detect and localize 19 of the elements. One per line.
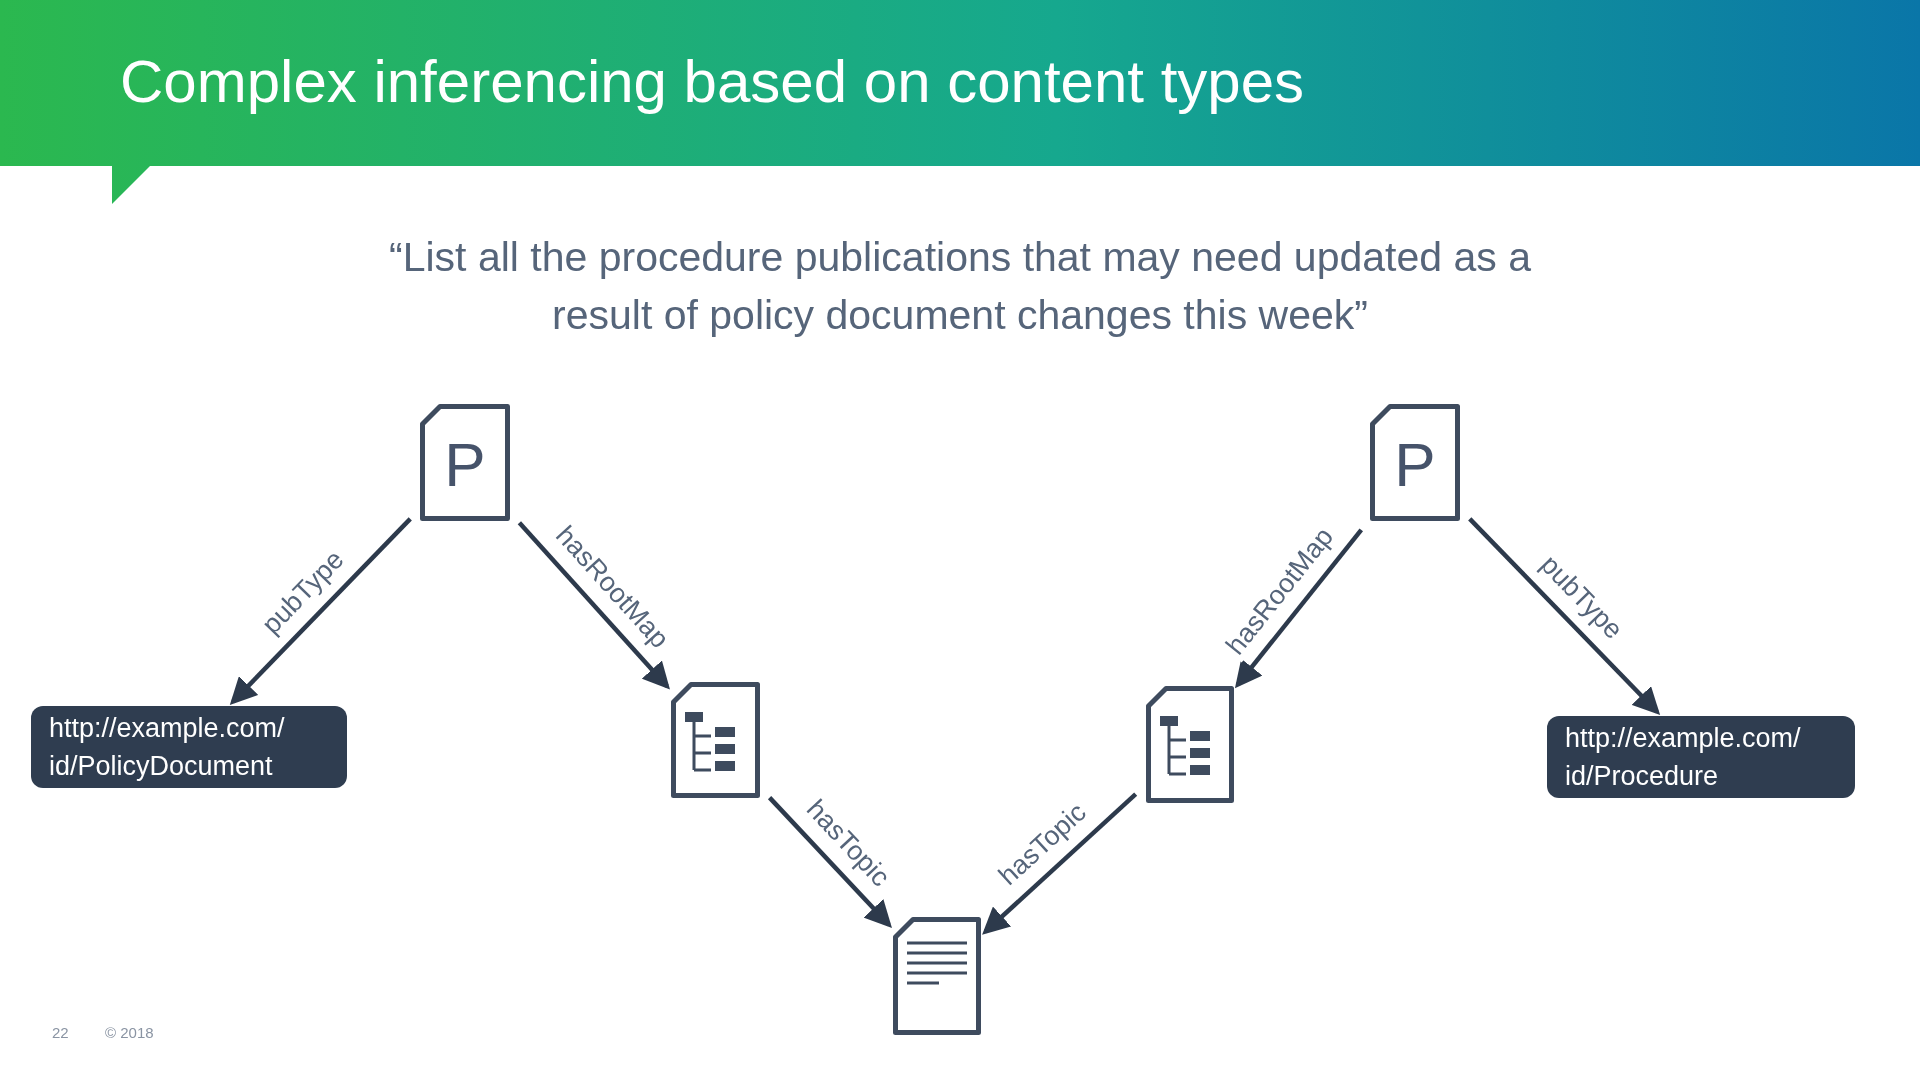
arrow [1234,528,1364,689]
map-document-icon [1146,686,1234,803]
publication-icon [420,404,510,521]
publication-letter: P [444,429,486,500]
arrow [1468,517,1661,715]
copyright-note: © 2018 [105,1024,154,1041]
uri-box: http://example.com/ id/PolicyDocument [31,706,347,788]
publication-icon [1370,404,1460,521]
quote-text: “List all the procedure publications that may need updated as a result of policy document changes this week” [388,233,1532,340]
arrow [229,517,412,705]
page-number: 22 [52,1024,69,1041]
topic-document-icon [893,917,981,1035]
uri-box: http://example.com/ id/Procedure [1547,716,1855,798]
arrow [517,521,670,690]
arrow [767,796,892,929]
map-document-icon [671,682,760,798]
slide-title: Complex inferencing based on content types [120,47,1305,117]
publication-letter: P [1394,429,1436,500]
arrow [982,792,1138,935]
